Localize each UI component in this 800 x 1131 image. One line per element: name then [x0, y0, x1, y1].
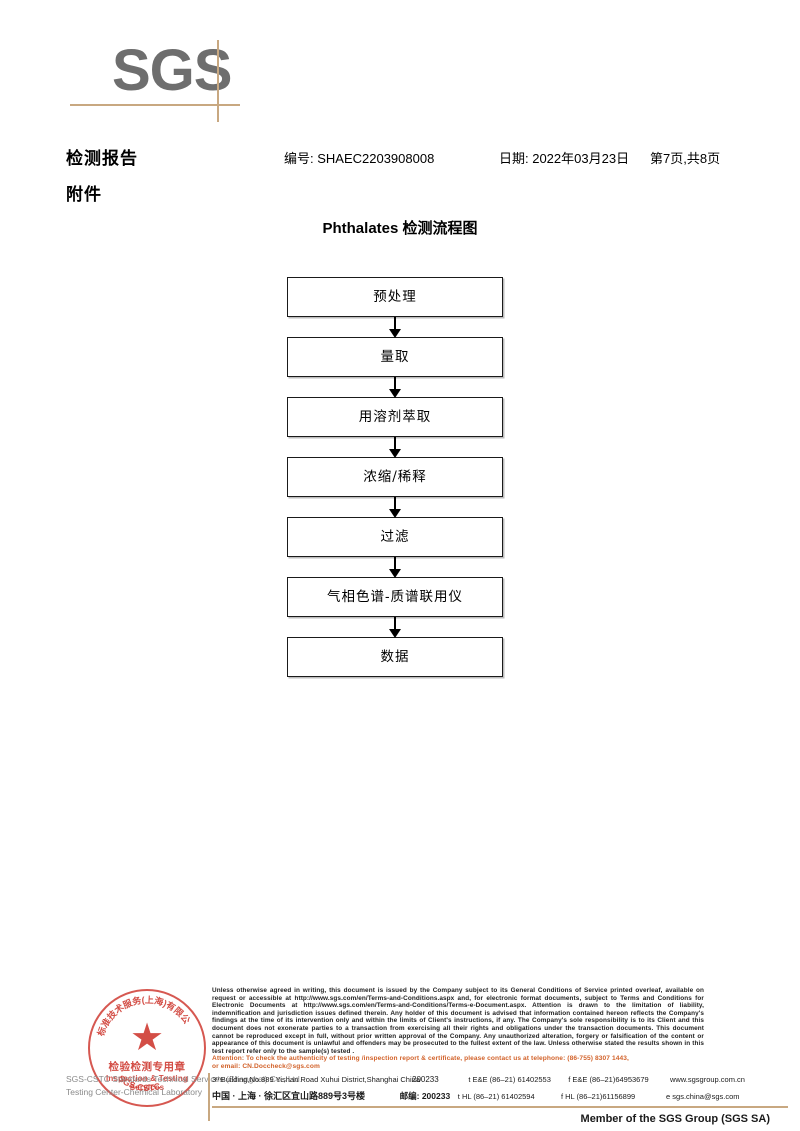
legal-terms-text: Unless otherwise agreed in writing, this…: [212, 987, 704, 1055]
logo-horizontal-rule: [70, 104, 240, 106]
address-zip-en: 200233: [412, 1075, 439, 1084]
address-email: e sgs.china@sgs.com: [666, 1092, 740, 1101]
footer-vertical-rule: [208, 1073, 210, 1121]
stamp-center-english: Inspection & Testing Services: [105, 1074, 189, 1092]
flow-node: 用溶剂萃取: [287, 397, 503, 437]
flow-arrow-icon: [287, 377, 503, 398]
report-date: 日期: 2022年03月23日: [499, 151, 630, 166]
page-number: 第7页,共8页: [650, 151, 721, 166]
flowchart: 预处理 量取 用溶剂萃取 浓缩/稀释 过滤 气相色谱-质谱联用仪 数据: [287, 277, 503, 677]
report-header: 检测报告 编号: SHAEC2203908008 日期: 2022年03月23日…: [0, 144, 800, 168]
address-fax-ee: f E&E (86–21)64953679: [568, 1075, 649, 1084]
address-block: 3ᵗʰBuilding,No.889 Yishan Road Xuhui Dis…: [212, 1075, 788, 1103]
flow-node: 过滤: [287, 517, 503, 557]
address-street-cn: 中国 · 上海 · 徐汇区宜山路889号3号楼: [212, 1091, 366, 1101]
page-footer: 标准技术服务(上海)有限公 SGS-CSTC ★ 检验检测专用章 Inspect…: [0, 975, 800, 1131]
flow-node: 数据: [287, 637, 503, 677]
flow-arrow-icon: [287, 617, 503, 638]
address-zip-cn: 邮编: 200233: [399, 1091, 451, 1101]
report-number: 编号: SHAEC2203908008: [284, 151, 435, 166]
address-fax-hl: f HL (86–21)61156899: [560, 1092, 636, 1101]
sgs-member-line: Member of the SGS Group (SGS SA): [580, 1113, 770, 1125]
stamp-arc-text: 标准技术服务(上海)有限公 SGS-CSTC: [94, 994, 192, 1093]
page-title: 检测报告: [66, 149, 138, 168]
attention-line-2: or email: CN.Doccheck@sgs.com: [212, 1063, 320, 1071]
attention-line-1: Attention: To check the authenticity of …: [212, 1055, 629, 1063]
attachment-label: 附件: [66, 185, 102, 204]
stamp-ring: [88, 989, 206, 1107]
flow-arrow-icon: [287, 497, 503, 518]
address-tel-ee: t E&E (86–21) 61402553: [468, 1075, 551, 1084]
legal-block: Unless otherwise agreed in writing, this…: [212, 987, 704, 1071]
company-lab-line: Testing Center-Chemical Laboratory: [66, 1087, 203, 1097]
company-stamp: 标准技术服务(上海)有限公 SGS-CSTC ★ 检验检测专用章 Inspect…: [88, 989, 206, 1107]
company-name-line: SGS-CSTC Standards Technical Services (S…: [66, 1074, 303, 1084]
flow-node: 气相色谱-质谱联用仪: [287, 577, 503, 617]
flow-arrow-icon: [287, 557, 503, 578]
flow-node: 预处理: [287, 277, 503, 317]
company-name-block: SGS-CSTC Standards Technical Services (S…: [66, 1073, 303, 1099]
sgs-wordmark: SGS: [112, 38, 232, 103]
flow-node: 量取: [287, 337, 503, 377]
star-icon: ★: [129, 1017, 165, 1059]
footer-horizontal-rule: [212, 1106, 788, 1108]
flow-node: 浓缩/稀释: [287, 457, 503, 497]
flow-arrow-icon: [287, 317, 503, 338]
flow-arrow-icon: [287, 437, 503, 458]
sgs-logo: SGS: [70, 38, 270, 128]
address-row: 中国 · 上海 · 徐汇区宜山路889号3号楼 邮编: 200233 t HL …: [212, 1089, 788, 1103]
address-website: www.sgsgroup.com.cn: [669, 1075, 745, 1084]
address-tel-hl: t HL (86–21) 61402594: [457, 1092, 535, 1101]
address-row: 3ᵗʰBuilding,No.889 Yishan Road Xuhui Dis…: [212, 1075, 788, 1089]
address-street-en: 3ᵗʰBuilding,No.889 Yishan Road Xuhui Dis…: [212, 1075, 420, 1084]
logo-vertical-rule: [217, 40, 219, 122]
stamp-center-chinese: 检验检测专用章: [108, 1061, 186, 1073]
flowchart-title: Phthalates 检测流程图: [322, 220, 478, 237]
